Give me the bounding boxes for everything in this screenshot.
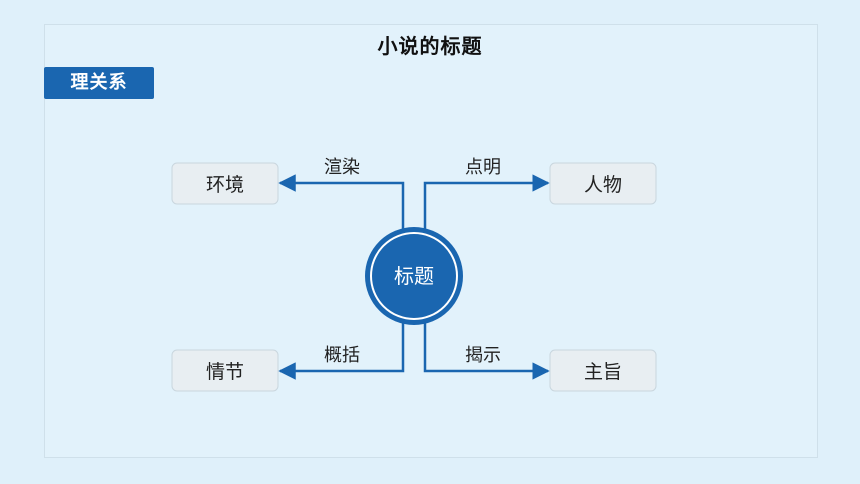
edge-label-bottom-right: 揭示 xyxy=(465,345,501,366)
edge-label-top-left: 渲染 xyxy=(324,157,360,178)
connector-bottom-left xyxy=(278,322,405,380)
edge-label-bottom-left: 概括 xyxy=(324,345,360,366)
node-bottom-right: 主旨 xyxy=(549,349,657,392)
connector-top-left xyxy=(278,174,405,230)
page-title: 小说的标题 xyxy=(377,34,483,58)
center-node: 标题 xyxy=(365,227,463,325)
edge-label-top-right: 点明 xyxy=(465,157,501,178)
connector-top-right xyxy=(423,174,550,230)
node-bottom-left: 情节 xyxy=(171,349,279,392)
section-tag: 理关系 xyxy=(44,67,154,99)
node-top-left: 环境 xyxy=(171,162,279,205)
node-label-top-right: 人物 xyxy=(584,174,622,196)
node-label-bottom-right: 主旨 xyxy=(584,361,622,383)
node-label-bottom-left: 情节 xyxy=(206,361,244,383)
node-top-right: 人物 xyxy=(549,162,657,205)
center-node-label: 标题 xyxy=(394,264,434,288)
connector-bottom-right xyxy=(423,322,550,380)
node-label-top-left: 环境 xyxy=(206,174,244,196)
